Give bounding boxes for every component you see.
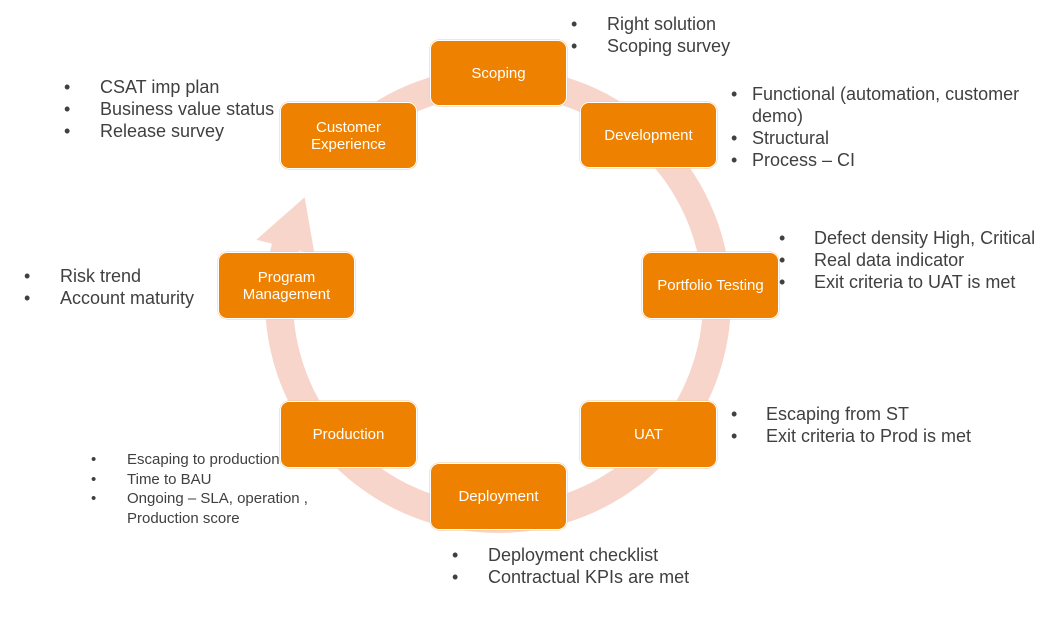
note-text: Defect density High, Critical [814,228,1036,248]
note-text: Ongoing – SLA, operation , Production sc… [127,490,308,527]
note-item: • Business value status [64,98,294,120]
note-text: CSAT imp plan [100,77,220,97]
bullet-icon: • [91,451,97,468]
note-text: Account maturity [60,288,195,308]
note-text: Exit criteria to UAT is met [814,272,1016,292]
bullet-icon: • [571,14,578,34]
notes-portfolio-testing: • Defect density High, Critical • Real dat… [779,227,1049,293]
note-item: • Structural [731,127,1031,149]
bullet-icon: • [452,567,459,587]
bullet-icon: • [64,77,71,97]
note-item: • Escaping to production [91,450,331,470]
bullet-icon: • [64,121,71,141]
note-item: • Process – CI [731,149,1031,171]
notes-development: •Functional (automation, customer demo) … [731,83,1031,171]
notes-program-management: • Risk trend • Account maturity [24,265,224,309]
stage-label: Development [604,126,693,144]
note-text: Exit criteria to Prod is met [766,426,972,446]
bullet-icon: • [731,404,738,424]
note-text: Time to BAU [127,470,212,488]
bullet-icon: • [731,426,738,446]
note-item: • Release survey [64,120,294,142]
bullet-icon: • [779,228,786,248]
note-item: • Deployment checklist [452,544,732,566]
note-text: Contractual KPIs are met [488,567,690,587]
note-item: • Escaping from ST [731,403,1031,425]
note-text: Risk trend [60,266,142,286]
note-item: • Right solution [571,13,771,35]
note-item: • Real data indicator [779,249,1049,271]
bullet-icon: • [452,545,459,565]
stage-scoping: Scoping [430,40,567,106]
note-text: Process – CI [752,150,856,170]
stage-development: Development [580,102,717,168]
bullet-icon: • [731,84,738,104]
note-text: Real data indicator [814,250,965,270]
stage-customer-experience: Customer Experience [280,102,417,169]
note-text: Escaping to production [127,451,280,468]
stage-program-management: Program Management [218,252,355,319]
stage-deployment: Deployment [430,463,567,530]
notes-scoping: • Right solution • Scoping survey [571,13,771,57]
note-text: Business value status [100,99,275,119]
stage-production: Production [280,401,417,468]
note-item: • Time to BAU [91,470,331,490]
note-item: • Account maturity [24,287,224,309]
note-item: • Defect density High, Critical [779,227,1049,249]
note-item: • Functional (automation, customer demo) [731,83,1031,127]
note-item: • CSAT imp plan [64,76,294,98]
stage-label: Portfolio Testing [657,277,764,294]
stage-uat: UAT [580,401,717,468]
bullet-icon: • [91,470,97,488]
note-item: • Exit criteria to Prod is met [731,425,1031,447]
note-text: Scoping survey [607,36,731,56]
notes-deployment: • Deployment checklist • Contractual KPIs … [452,544,732,588]
stage-label: Scoping [471,64,526,82]
bullet-icon: • [64,99,71,119]
note-text: Functional (automation, customer demo) [752,84,1020,126]
note-text: Release survey [100,121,225,141]
bullet-icon: • [24,266,31,286]
note-item: • Exit criteria to UAT is met [779,271,1049,293]
note-text: Right solution [607,14,717,34]
stage-portfolio-testing: Portfolio Testing [642,252,779,319]
note-item: • Risk trend [24,265,224,287]
bullet-icon: • [779,272,786,292]
note-item: • Contractual KPIs are met [452,566,732,588]
bullet-icon: • [731,150,738,170]
stage-label: Production [312,426,385,443]
bullet-icon: • [24,288,31,308]
stage-label: Program Management [242,268,331,303]
notes-production: • Escaping to production • Time to BAU • On… [91,450,331,528]
note-text: Escaping from ST [766,404,910,424]
stage-label: Deployment [458,488,539,505]
notes-uat: • Escaping from ST • Exit criteria to Prod… [731,403,1031,447]
note-text: Structural [752,128,830,148]
notes-customer-experience: • CSAT imp plan • Business value status • R… [64,76,294,142]
note-text: Deployment checklist [488,545,659,565]
bullet-icon: • [571,36,578,56]
stage-label: UAT [634,426,663,443]
note-item: • Scoping survey [571,35,771,57]
bullet-icon: • [91,490,97,507]
bullet-icon: • [731,128,738,148]
note-item: • Ongoing – SLA, operation , Production s… [91,489,317,528]
stage-label: Customer Experience [310,118,387,153]
bullet-icon: • [779,250,786,270]
